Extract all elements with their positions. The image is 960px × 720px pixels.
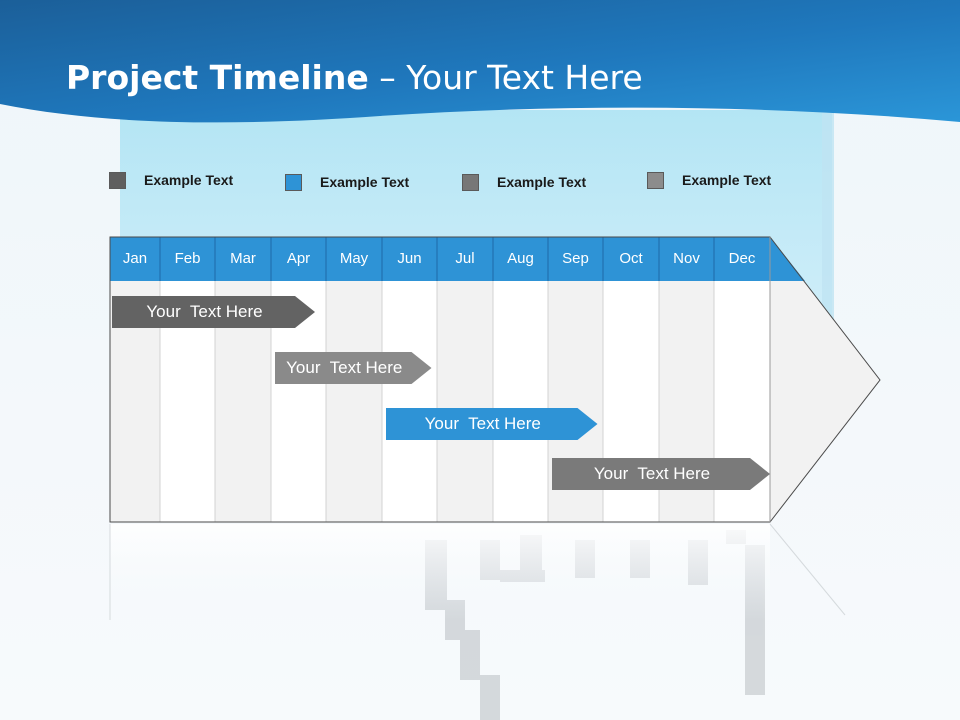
month-label: Aug — [507, 250, 534, 267]
month-label: Dec — [728, 250, 756, 267]
title-bold: Project Timeline — [66, 58, 369, 97]
task-bar: Your Text Here — [275, 352, 432, 384]
timeline-outline — [109, 236, 881, 523]
legend-label: Example Text — [144, 172, 234, 188]
month-label: May — [339, 250, 369, 267]
task-bar-label: Your Text Here — [146, 302, 263, 321]
legend-item: Example Text — [109, 170, 233, 190]
month-label: Apr — [286, 250, 311, 267]
legend-item: Example Text — [462, 172, 586, 192]
month-label: Sep — [562, 250, 589, 267]
month-column — [382, 281, 437, 522]
month-label: Feb — [174, 250, 201, 267]
task-bar-label: Your Text Here — [424, 414, 541, 433]
month-label: Nov — [673, 250, 700, 267]
month-header-bar — [110, 237, 805, 281]
chart-reflection — [110, 524, 770, 620]
task-bar-label: Your Text Here — [593, 464, 711, 483]
month-label: Jul — [455, 250, 475, 267]
legend-swatch-icon — [109, 171, 126, 189]
legend-swatch-icon — [462, 173, 479, 191]
legend-swatch-icon — [285, 173, 302, 191]
legend-item: Example Text — [285, 172, 409, 192]
month-label: Mar — [230, 250, 256, 267]
legend-label: Example Text — [497, 174, 587, 190]
page-title: Project Timeline – Your Text Here — [66, 58, 643, 97]
month-column — [437, 281, 493, 522]
timeline-arrowhead — [770, 237, 880, 522]
legend-label: Example Text — [320, 174, 410, 190]
reflection-arrow-edge — [769, 523, 846, 616]
month-label: Jan — [122, 250, 148, 267]
task-bar: Your Text Here — [386, 408, 598, 440]
month-label: Oct — [619, 250, 643, 267]
month-column — [326, 281, 382, 522]
title-rest: – Your Text Here — [368, 58, 643, 97]
task-bar-label: Your Text Here — [286, 358, 403, 377]
header-band — [0, 0, 960, 123]
month-label: Jun — [397, 250, 422, 267]
task-bar: Your Text Here — [112, 296, 315, 328]
legend-label: Example Text — [682, 172, 772, 188]
month-column — [493, 281, 548, 522]
legend-item: Example Text — [647, 170, 771, 190]
task-bar: Your Text Here — [552, 458, 770, 490]
legend-swatch-icon — [647, 171, 664, 189]
